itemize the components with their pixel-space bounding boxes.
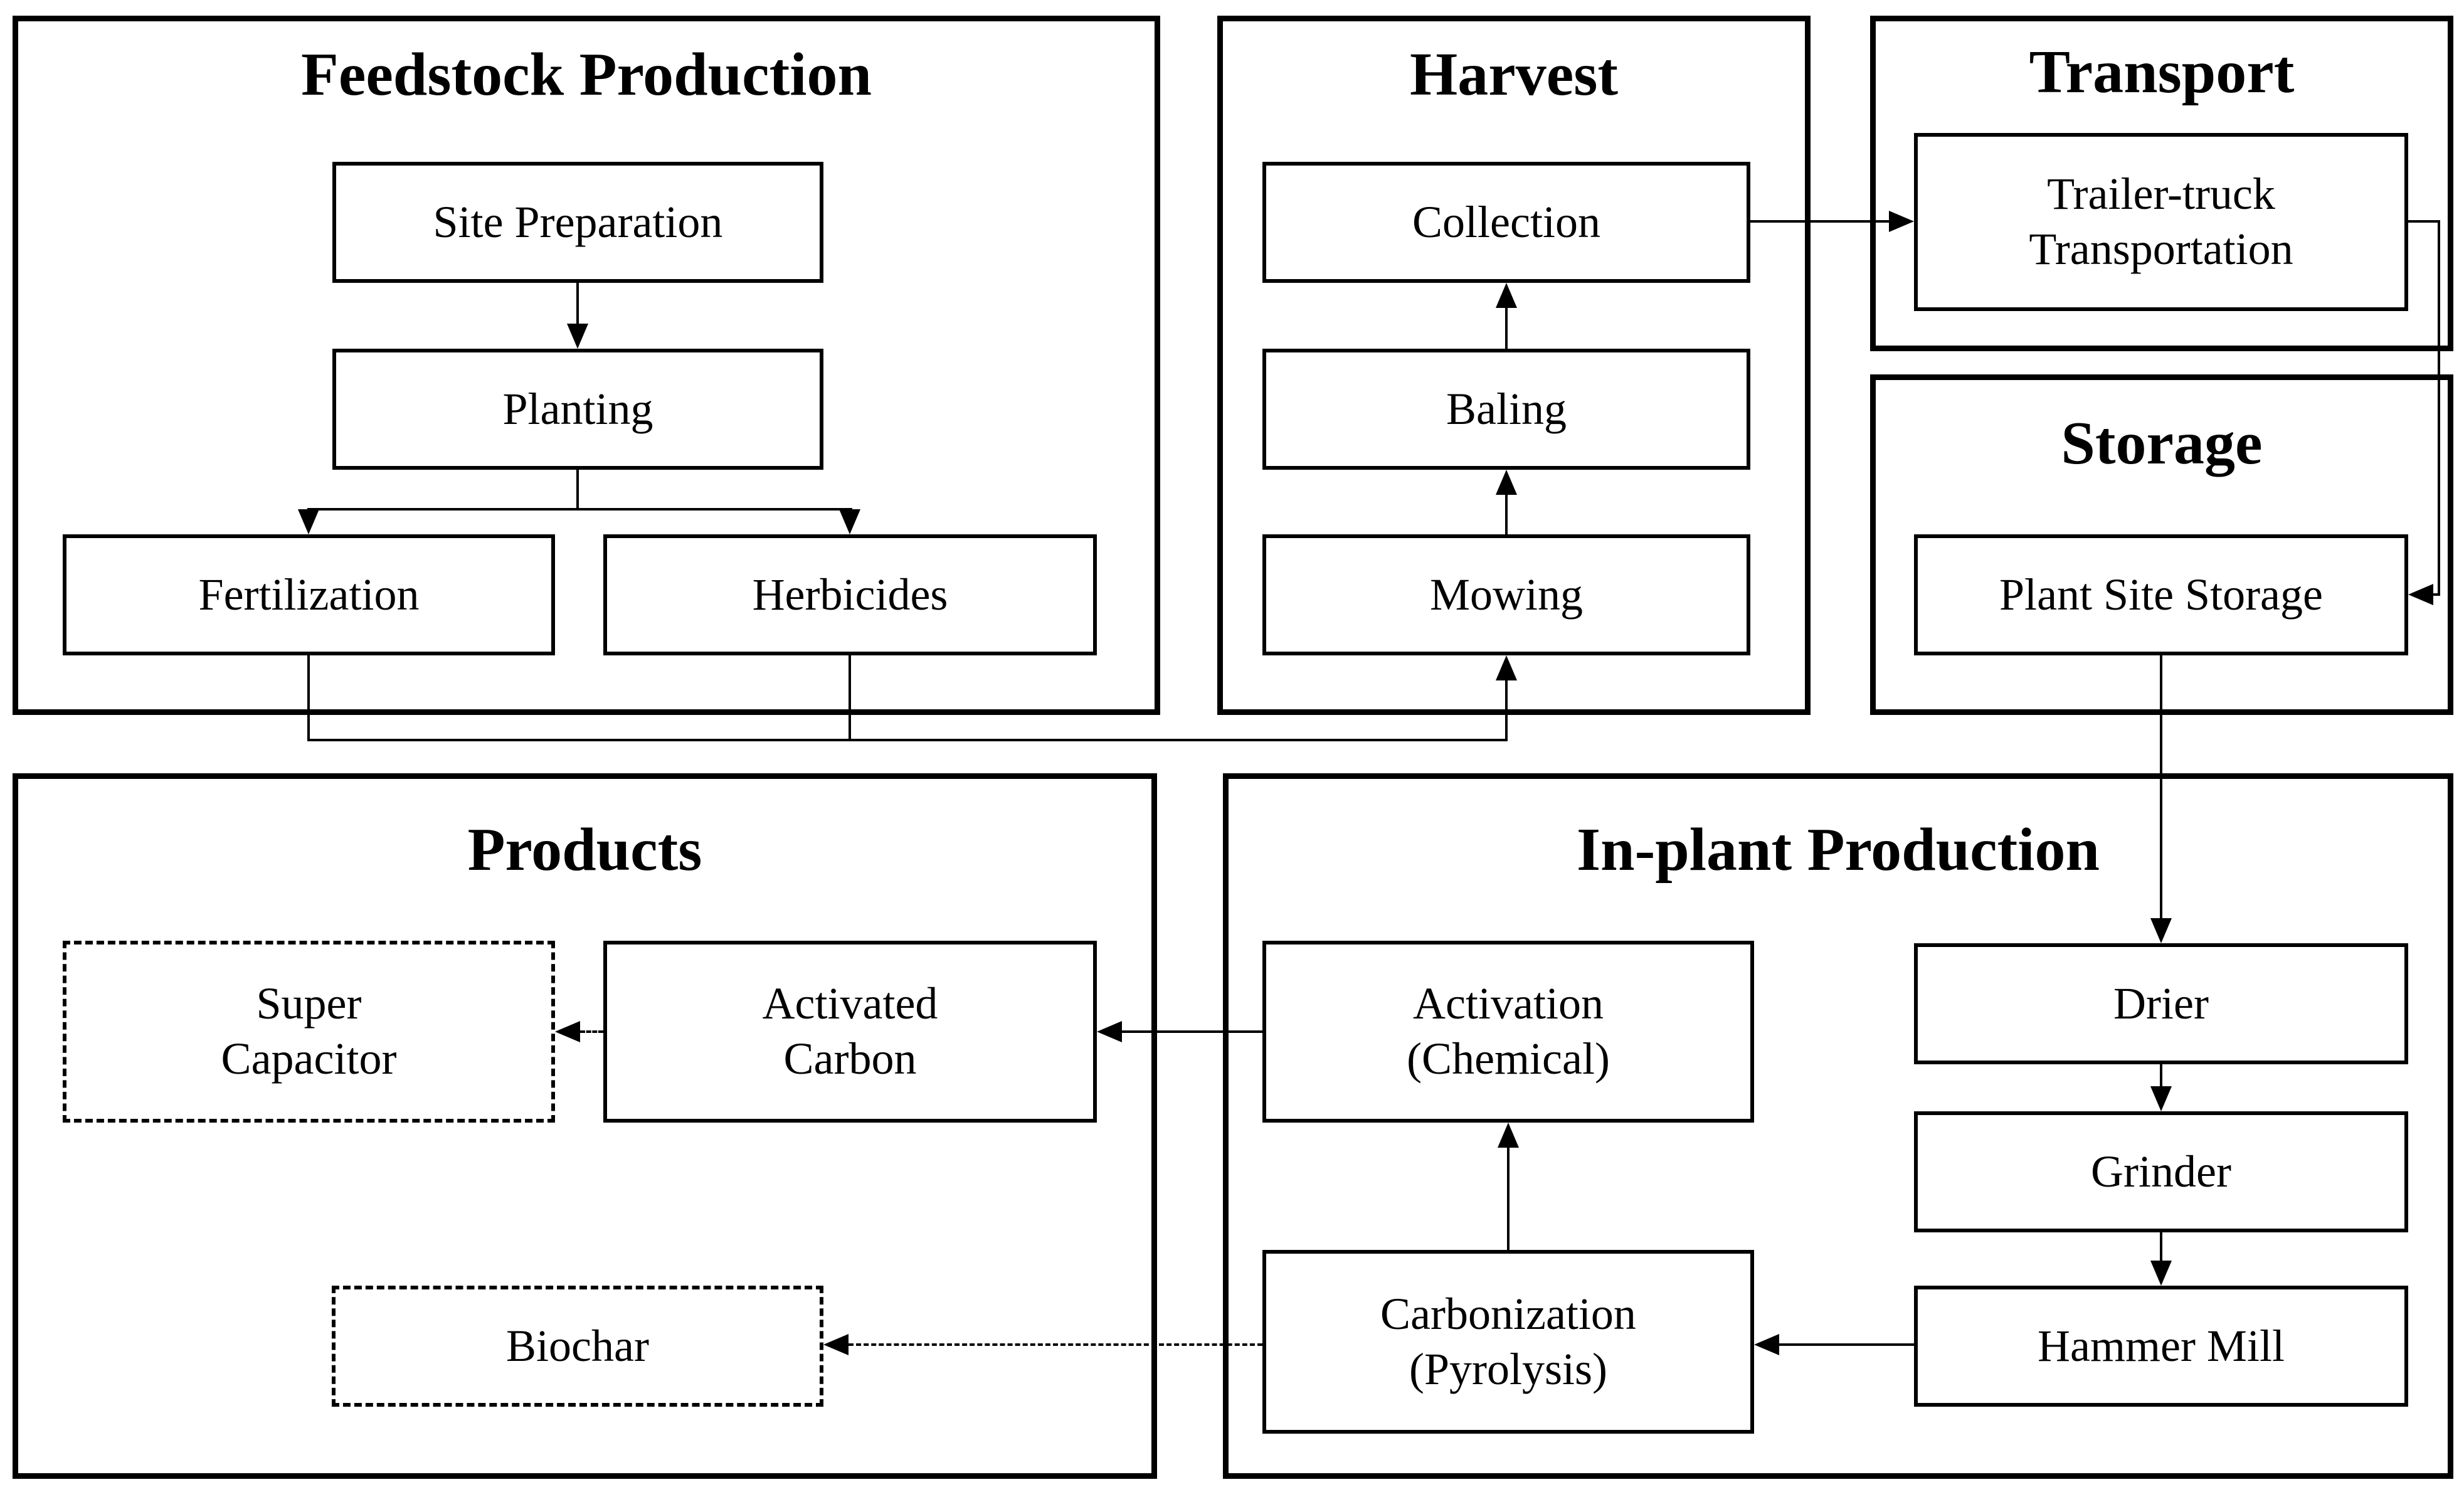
node-hammer-mill-label: Hammer Mill [2038,1320,2285,1371]
node-grinder-label: Grinder [2091,1146,2231,1197]
arrowhead-planting-to-herbicides [839,509,860,534]
node-activation-chemical: Activation (Chemical) [1262,941,1754,1123]
arrowhead-carbonization-to-activation [1498,1123,1519,1148]
node-carbonization-pyrolysis: Carbonization (Pyrolysis) [1262,1250,1754,1434]
connector-collection-to-trailer [1750,220,1890,223]
node-fertilization-label: Fertilization [198,569,420,620]
node-activated-carbon: Activated Carbon [603,941,1097,1123]
arrowhead-collection-to-trailer [1889,211,1914,232]
panel-title-in-plant-production: In-plant Production [1576,816,2100,884]
node-trailer-truck-transportation: Trailer-truck Transportation [1914,133,2408,311]
node-biochar: Biochar [332,1286,823,1407]
connector-hammer-mill-to-carbonization [1779,1343,1914,1346]
node-site-preparation-label: Site Preparation [433,196,723,247]
panel-title-products: Products [467,816,702,884]
connector-into-storage-stub [2432,593,2440,596]
node-activation-line2: (Chemical) [1407,1034,1610,1084]
node-trailer-truck-line1: Trailer-truck [2047,169,2275,220]
node-trailer-truck-line2: Transportation [2029,224,2293,274]
arrowhead-hammer-mill-to-carbonization [1754,1334,1779,1355]
connector-fertilization-drop [307,655,310,741]
node-activation-line1: Activation [1413,978,1604,1029]
node-baling-label: Baling [1446,383,1567,434]
connector-mowing-riser [1505,680,1508,740]
node-drier-label: Drier [2113,978,2209,1029]
arrowhead-site-preparation-to-planting [567,324,588,349]
arrowhead-trailer-to-plant-site-storage [2408,584,2433,605]
connector-trailer-down-right [2438,220,2440,596]
node-herbicides: Herbicides [603,534,1097,655]
node-super-capacitor: Super Capacitor [63,941,555,1123]
node-site-preparation: Site Preparation [332,162,823,283]
arrowhead-planting-to-fertilization [298,509,319,534]
arrowhead-activation-to-activated-carbon [1097,1021,1122,1042]
connector-mowing-to-baling [1505,495,1508,534]
panel-title-feedstock-production: Feedstock Production [300,41,872,108]
node-plant-site-storage-label: Plant Site Storage [1999,569,2323,620]
node-fertilization: Fertilization [63,534,555,655]
node-collection-label: Collection [1412,196,1600,247]
node-baling: Baling [1262,349,1750,470]
node-herbicides-label: Herbicides [752,569,948,620]
arrowhead-grinder-to-hammer-mill [2150,1261,2172,1286]
node-super-capacitor-line2: Capacitor [221,1034,397,1084]
connector-site-preparation-to-planting [576,283,579,325]
node-plant-site-storage: Plant Site Storage [1914,534,2408,655]
connector-activation-to-activated-carbon [1122,1030,1262,1033]
connector-carbonization-to-activation [1507,1148,1510,1250]
arrowhead-carbonization-to-biochar [823,1334,849,1355]
node-collection: Collection [1262,162,1750,283]
connector-carbonization-to-biochar [849,1343,1262,1346]
node-grinder: Grinder [1914,1111,2408,1232]
arrowhead-drier-to-grinder [2150,1086,2172,1111]
arrowhead-mowing-to-baling [1496,470,1517,495]
node-planting: Planting [332,349,823,470]
node-hammer-mill: Hammer Mill [1914,1286,2408,1407]
node-biochar-label: Biochar [506,1320,649,1371]
arrowhead-activated-carbon-to-super-capacitor [555,1021,580,1042]
panel-title-storage: Storage [2061,410,2263,477]
connector-activated-carbon-to-super-capacitor [580,1030,603,1033]
connector-drier-to-grinder [2160,1064,2162,1087]
connector-planting-split-bar [307,508,852,511]
node-drier: Drier [1914,943,2408,1064]
connector-planting-stem [576,470,579,511]
node-carbonization-line2: (Pyrolysis) [1409,1343,1608,1394]
connector-storage-to-drier [2160,655,2162,919]
panel-title-transport: Transport [2029,38,2295,106]
node-activated-carbon-line2: Carbon [783,1034,917,1084]
connector-herbicides-drop [849,655,851,741]
arrowhead-baling-to-collection [1496,283,1517,308]
connector-trailer-out-right [2408,220,2440,223]
node-carbonization-line1: Carbonization [1380,1288,1636,1339]
node-super-capacitor-line1: Super [256,978,362,1029]
node-activated-carbon-line1: Activated [762,978,938,1029]
arrowhead-to-mowing [1496,655,1517,680]
arrowhead-storage-to-drier [2150,918,2172,943]
node-mowing: Mowing [1262,534,1750,655]
connector-baling-to-collection [1505,308,1508,349]
panel-title-harvest: Harvest [1410,41,1618,108]
node-mowing-label: Mowing [1429,569,1584,620]
connector-grinder-to-hammer-mill [2160,1232,2162,1262]
connector-field-to-mowing-bar [307,739,1508,741]
node-planting-label: Planting [502,383,653,434]
